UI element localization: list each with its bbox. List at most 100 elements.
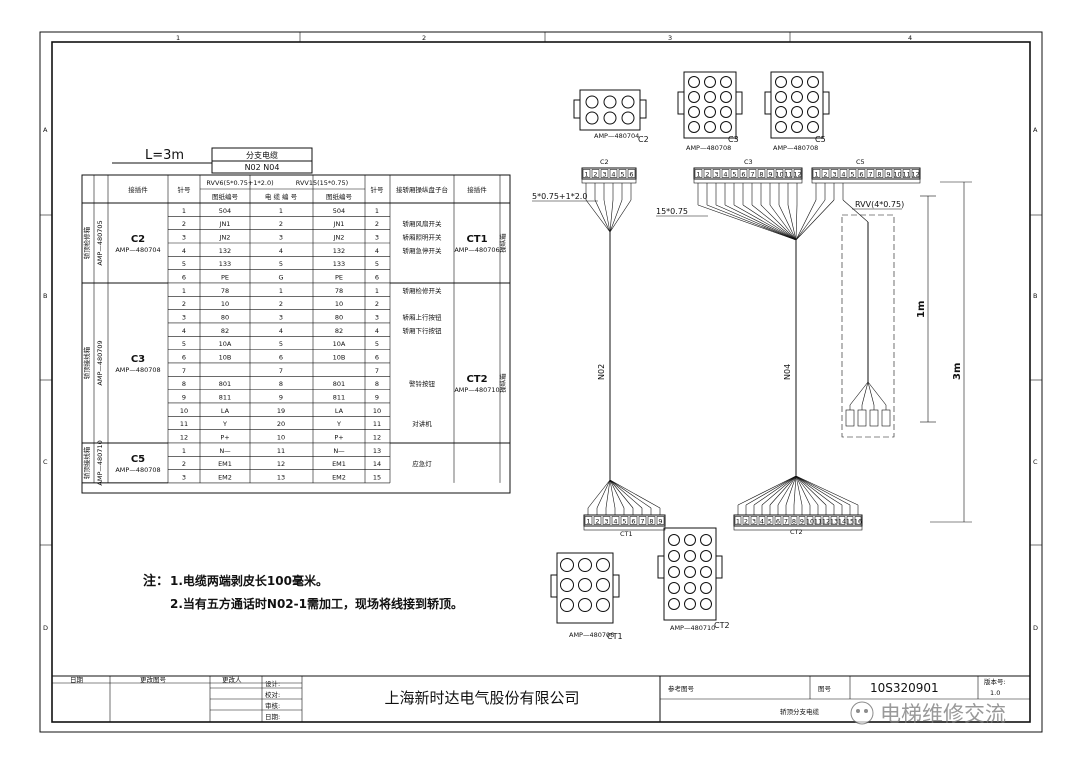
pin-number: 6 bbox=[631, 518, 635, 526]
note-1: 1.电缆两端剥皮长100毫米。 bbox=[170, 573, 328, 588]
cell-wire1: JN1 bbox=[219, 220, 231, 228]
connector-pin-hole bbox=[688, 91, 700, 103]
connector-pin-hole bbox=[684, 550, 696, 562]
cell-pin2: 2 bbox=[375, 300, 379, 308]
pin-number: 3 bbox=[714, 171, 718, 179]
cell-pin: 1 bbox=[182, 447, 186, 455]
cell-cable: 13 bbox=[277, 473, 285, 481]
cell-pin2: 1 bbox=[375, 207, 379, 215]
pin-number: 12 bbox=[911, 171, 919, 179]
pin-number: 5 bbox=[850, 171, 854, 179]
cell-wire2: 801 bbox=[333, 380, 345, 388]
cell-cable: 7 bbox=[279, 367, 283, 375]
connector-face-c3: C3 AMP—480708 bbox=[677, 71, 743, 152]
cell-pin2: 4 bbox=[375, 327, 379, 335]
cell-wire2: N— bbox=[333, 447, 345, 455]
cell-pin2: 10 bbox=[373, 407, 381, 415]
tb-date: 日期 bbox=[70, 676, 84, 684]
face-c3-label: C3 bbox=[728, 135, 739, 144]
connector-pin-hole bbox=[775, 91, 787, 103]
cell-function: 轿厢检修开关 bbox=[403, 286, 443, 295]
cell-wire1: P+ bbox=[220, 433, 229, 441]
cell-pin2: 14 bbox=[373, 460, 381, 468]
column-markers: 1 2 3 4 bbox=[176, 32, 912, 42]
connector-pin-hole bbox=[688, 121, 700, 133]
connector-pin-hole bbox=[700, 598, 712, 610]
cell-wire1: 10A bbox=[219, 340, 232, 348]
connector-face-ct2: CT2 AMP—480710 bbox=[657, 527, 730, 632]
pin-number: 5 bbox=[732, 171, 736, 179]
strip-c5-label: C5 bbox=[856, 158, 865, 166]
cell-wire1: LA bbox=[221, 407, 230, 415]
cell-function: 警铃按钮 bbox=[409, 379, 436, 388]
pin-number: 3 bbox=[832, 171, 836, 179]
pin-number: 5 bbox=[768, 518, 772, 526]
length-label: L=3m bbox=[145, 148, 184, 163]
watermark: 电梯维修交流 bbox=[850, 701, 1006, 726]
pin-number: 5 bbox=[620, 171, 624, 179]
row-d-right: D bbox=[1033, 624, 1038, 632]
pin-number: 6 bbox=[629, 171, 633, 179]
cell-cable: 2 bbox=[279, 300, 283, 308]
cell-pin: 1 bbox=[182, 207, 186, 215]
pin-number: 14 bbox=[838, 518, 846, 526]
table-border bbox=[81, 174, 511, 494]
pin-number: 16 bbox=[854, 518, 862, 526]
cell-wire2: 80 bbox=[335, 313, 343, 321]
connector-pin-hole bbox=[700, 582, 712, 594]
connector-pin-hole bbox=[807, 76, 819, 88]
sub-cable-terminal bbox=[869, 409, 879, 427]
cable2-spec: 15*0.75 bbox=[656, 207, 688, 216]
connector-pin-hole bbox=[578, 558, 592, 572]
cell-pin2: 3 bbox=[375, 233, 379, 241]
cell-pin2: 4 bbox=[375, 247, 379, 255]
connector-pin-hole bbox=[596, 598, 610, 612]
cable3-spec: RVV(4*0.75) bbox=[855, 200, 904, 209]
cell-function: 应急灯 bbox=[412, 459, 432, 468]
cell-wire2: 133 bbox=[333, 260, 345, 268]
connector-pin-hole bbox=[596, 578, 610, 592]
group-model: AMP—480708 bbox=[115, 466, 160, 474]
cell-cable: 1 bbox=[279, 287, 283, 295]
connector-pin-hole bbox=[668, 534, 680, 546]
connector-pin-hole bbox=[720, 121, 732, 133]
cell-function: 轿厢上行按钮 bbox=[403, 312, 443, 321]
cell-pin2: 11 bbox=[373, 420, 381, 428]
pin-number: 9 bbox=[768, 171, 772, 179]
connector-pin-hole bbox=[791, 91, 803, 103]
connector-pin-hole bbox=[560, 598, 574, 612]
cell-function: 轿厢急停开关 bbox=[403, 246, 443, 255]
tb-drawing-no: 10S320901 bbox=[870, 681, 939, 695]
connector-pin-hole bbox=[578, 578, 592, 592]
face-c5-model: AMP—480708 bbox=[773, 144, 818, 152]
connector-pin-hole bbox=[596, 558, 610, 572]
cell-pin: 9 bbox=[182, 393, 186, 401]
cell-wire1: 801 bbox=[219, 380, 231, 388]
cell-pin: 6 bbox=[182, 273, 186, 281]
cell-pin: 4 bbox=[182, 327, 186, 335]
right-connector-model: AMP—480710 bbox=[454, 386, 499, 394]
cell-cable: 8 bbox=[279, 380, 283, 388]
face-c2-label: C2 bbox=[638, 135, 649, 144]
pin-number: 6 bbox=[741, 171, 745, 179]
cell-wire2: P+ bbox=[334, 433, 343, 441]
cell-wire1: 10 bbox=[221, 300, 229, 308]
pin-number: 2 bbox=[823, 171, 827, 179]
row-d-left: D bbox=[43, 624, 48, 632]
cell-pin2: 9 bbox=[375, 393, 379, 401]
cell-pin2: 15 bbox=[373, 473, 381, 481]
watermark-text: 电梯维修交流 bbox=[880, 702, 1006, 726]
cell-function: 对讲机 bbox=[412, 419, 432, 428]
pin-number: 1 bbox=[696, 171, 700, 179]
connector-pin-hole bbox=[684, 566, 696, 578]
cell-cable: 3 bbox=[279, 313, 283, 321]
right-side-label: 操纵箱 bbox=[498, 373, 507, 393]
cell-cable: 10 bbox=[277, 433, 285, 441]
connector-pin-hole bbox=[807, 91, 819, 103]
face-c3-model: AMP—480708 bbox=[686, 144, 731, 152]
pin-number: 3 bbox=[602, 171, 606, 179]
cell-cable: 5 bbox=[279, 260, 283, 268]
cell-wire2: 132 bbox=[333, 247, 345, 255]
cell-cable: 6 bbox=[279, 353, 283, 361]
